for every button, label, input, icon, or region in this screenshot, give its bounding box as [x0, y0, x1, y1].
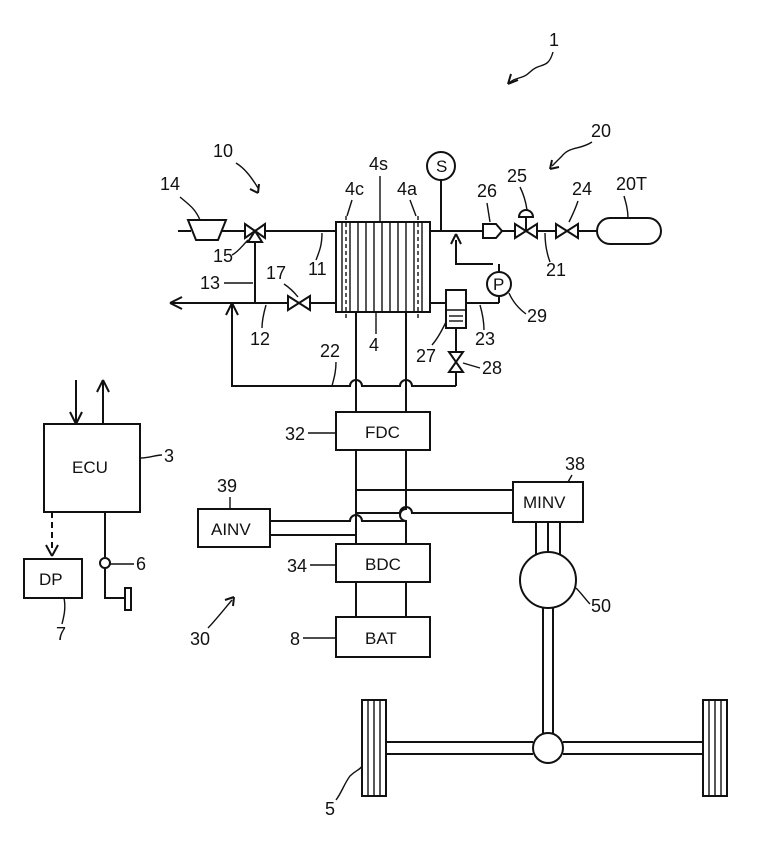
arrow-fc-system	[250, 184, 259, 193]
bus-pos	[400, 450, 406, 544]
leader-tank	[624, 196, 628, 218]
label-p23: 23	[475, 329, 495, 349]
switch-contact	[105, 568, 125, 598]
label-tank: 20T	[616, 174, 647, 194]
label-power-system: 30	[190, 629, 210, 649]
leader-stack-c	[347, 200, 352, 216]
label-h2-system: 20	[591, 121, 611, 141]
ainv-text: AINV	[211, 520, 251, 539]
leader-power-system	[208, 600, 232, 628]
leader-valve24	[569, 201, 578, 222]
switch-pedal	[125, 588, 131, 610]
label-valve24: 24	[572, 179, 592, 199]
ecu-text: ECU	[72, 458, 108, 477]
leader-valve17	[284, 284, 298, 297]
label-motor: 50	[591, 596, 611, 616]
leader-minv	[568, 475, 572, 482]
label-wheel: 5	[325, 799, 335, 819]
separator-27	[446, 290, 466, 328]
bdc-text: BDC	[365, 555, 401, 574]
label-valve17: 17	[266, 263, 286, 283]
injector-26	[483, 224, 502, 238]
label-valve15: 15	[213, 246, 233, 266]
valve-25-right	[526, 224, 537, 238]
leader-p12	[262, 305, 266, 328]
leader-pump29	[509, 293, 526, 314]
label-p11: 11	[308, 259, 327, 279]
wheel-right	[703, 700, 727, 796]
label-ecu: 3	[164, 446, 174, 466]
valve-28-bottom	[449, 362, 463, 372]
label-fdc: 32	[285, 424, 305, 444]
label-bdc: 34	[287, 556, 307, 576]
pump-p-text: P	[493, 275, 504, 294]
label-stack-s: 4s	[369, 154, 388, 174]
label-valve28: 28	[482, 358, 502, 378]
label-p12: 12	[250, 329, 270, 349]
label-bat: 8	[290, 629, 300, 649]
differential	[533, 733, 563, 763]
bat-text: BAT	[365, 629, 397, 648]
leader-system	[508, 52, 553, 84]
label-stack-a: 4a	[397, 179, 418, 199]
label-minv: 38	[565, 454, 585, 474]
label-fc-system: 10	[213, 141, 233, 161]
dp-text: DP	[39, 570, 63, 589]
label-pump29: 29	[527, 306, 547, 326]
leader-compressor	[180, 197, 200, 220]
leader-h2-system	[552, 142, 592, 166]
motor-50	[520, 552, 576, 608]
label-switch: 6	[136, 554, 146, 574]
fdc-text: FDC	[365, 423, 400, 442]
label-stack-c: 4c	[345, 179, 364, 199]
valve-24-right	[567, 224, 578, 238]
label-p13: 13	[200, 273, 220, 293]
arrow-h2-system	[550, 160, 559, 169]
label-dp: 7	[56, 624, 66, 644]
leader-p22	[332, 362, 336, 386]
leader-ecu	[140, 455, 162, 458]
ainv-bus-top	[270, 515, 406, 521]
valve-17-right	[299, 296, 310, 310]
label-p21: 21	[546, 260, 566, 280]
leader-separator27	[432, 322, 446, 345]
leader-motor	[576, 588, 590, 604]
leader-injector26	[487, 203, 490, 222]
valve-25-actuator	[519, 210, 533, 217]
sensor-s-text: S	[436, 157, 447, 176]
label-p22: 22	[320, 341, 340, 361]
leader-p11	[316, 233, 322, 260]
leader-valve28	[463, 363, 480, 368]
label-valve25: 25	[507, 166, 527, 186]
compressor-shape	[188, 220, 226, 240]
label-compressor: 14	[160, 174, 180, 194]
label-injector26: 26	[477, 181, 497, 201]
label-system: 1	[549, 30, 559, 50]
switch-node	[100, 558, 110, 568]
leader-dp	[62, 598, 65, 624]
leader-p23	[480, 305, 484, 330]
leader-valve25	[520, 187, 527, 210]
wheel-left	[362, 700, 386, 796]
arrow-power-system	[225, 597, 234, 606]
leader-fc-system	[236, 163, 258, 188]
leader-stack-a	[410, 200, 416, 216]
leader-wheel	[336, 766, 362, 800]
minv-bus-bottom	[356, 507, 513, 513]
label-stack: 4	[369, 335, 379, 355]
label-separator27: 27	[416, 346, 436, 366]
leader-valve15	[232, 240, 248, 255]
leader-p21	[545, 233, 550, 262]
label-ainv: 39	[217, 476, 237, 496]
minv-text: MINV	[523, 493, 566, 512]
hydrogen-tank	[597, 218, 661, 244]
